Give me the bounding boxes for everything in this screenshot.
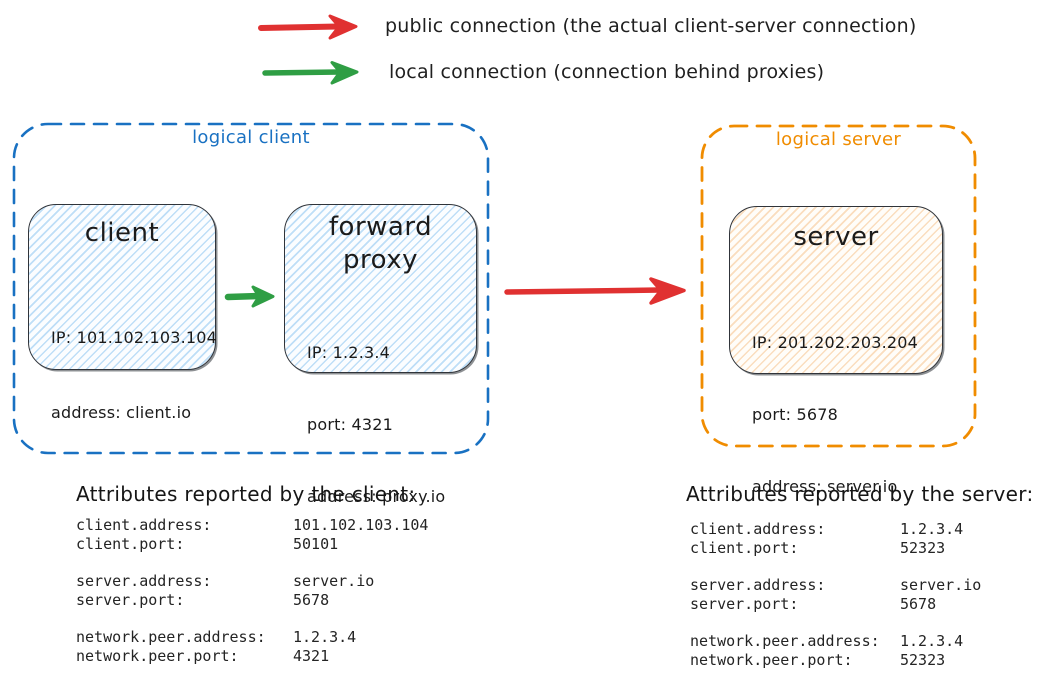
attr-row: client.address: 101.102.103.104 xyxy=(76,516,428,535)
attr-value: 52323 xyxy=(900,651,946,669)
client-address: address: client.io xyxy=(51,403,192,422)
attr-key: client.address: xyxy=(76,516,212,534)
attr-value: 5678 xyxy=(900,595,937,613)
logical-client-container: logical client xyxy=(12,122,490,455)
attr-key: network.peer.port: xyxy=(690,651,853,669)
logical-client-label: logical client xyxy=(192,127,310,148)
attr-value: 1.2.3.4 xyxy=(293,628,357,646)
attr-row: server.port: 5678 xyxy=(690,595,981,614)
server-node: server IP: 201.202.203.204 port: 5678 ad… xyxy=(729,206,943,496)
attr-row: network.peer.address: 1.2.3.4 xyxy=(690,632,981,651)
server-ip: IP: 201.202.203.204 xyxy=(752,333,919,352)
attr-value: 101.102.103.104 xyxy=(293,516,429,534)
attr-value: 52323 xyxy=(900,539,946,557)
attr-key: client.address: xyxy=(690,520,826,538)
attr-value: 1.2.3.4 xyxy=(900,632,964,650)
public-connection-label: public connection (the actual client-ser… xyxy=(385,15,917,37)
client-node: client IP: 101.102.103.104 address: clie… xyxy=(28,204,217,422)
attr-key: client.port: xyxy=(690,539,799,557)
attr-value: server.io xyxy=(293,572,375,590)
attr-key: server.address: xyxy=(690,576,826,594)
row-spacer xyxy=(76,554,428,572)
local-connection-arrow-icon xyxy=(260,58,364,88)
proxy-port: port: 4321 xyxy=(307,415,393,434)
attr-value: 5678 xyxy=(293,591,330,609)
row-spacer xyxy=(76,610,428,628)
attr-key: network.peer.port: xyxy=(76,647,239,665)
row-spacer xyxy=(690,558,981,576)
client-node-details: IP: 101.102.103.104 address: client.io xyxy=(51,275,217,475)
row-spacer xyxy=(690,614,981,632)
attr-row: client.port: 52323 xyxy=(690,539,981,558)
client-node-title: client xyxy=(84,218,160,248)
logical-server-border xyxy=(700,124,977,448)
attr-value: server.io xyxy=(900,576,982,594)
proxy-address: address: proxy.io xyxy=(307,487,446,506)
proxy-ip: IP: 1.2.3.4 xyxy=(307,343,391,362)
attr-row: server.address: server.io xyxy=(690,576,981,595)
server-address: address: server.io xyxy=(752,477,898,496)
attr-key: server.address: xyxy=(76,572,212,590)
attr-row: client.port: 50101 xyxy=(76,535,428,554)
server-attributes-table: client.address: 1.2.3.4 client.port: 523… xyxy=(690,520,981,670)
attr-value: 4321 xyxy=(293,647,330,665)
forward-proxy-node: forward proxy IP: 1.2.3.4 port: 4321 add… xyxy=(284,204,477,506)
client-ip: IP: 101.102.103.104 xyxy=(51,328,218,347)
forward-proxy-node-details: IP: 1.2.3.4 port: 4321 address: proxy.io xyxy=(307,293,445,557)
public-connection-arrow-icon xyxy=(256,12,366,42)
logical-client-border xyxy=(12,122,490,455)
attr-key: server.port: xyxy=(690,595,799,613)
server-port: port: 5678 xyxy=(752,405,838,424)
forward-proxy-node-title: forward proxy xyxy=(328,212,433,275)
logical-server-label: logical server xyxy=(775,129,902,150)
server-node-details: IP: 201.202.203.204 port: 5678 address: … xyxy=(752,283,918,547)
proxy-to-server-arrow-icon xyxy=(502,274,692,308)
attr-row: client.address: 1.2.3.4 xyxy=(690,520,981,539)
attr-row: server.port: 5678 xyxy=(76,591,428,610)
attr-key: server.port: xyxy=(76,591,185,609)
client-attributes-table: client.address: 101.102.103.104 client.p… xyxy=(76,516,428,666)
attr-row: network.peer.port: 4321 xyxy=(76,647,428,666)
server-node-title: server xyxy=(793,222,879,252)
attr-key: network.peer.address: xyxy=(76,628,266,646)
logical-server-container: logical server xyxy=(700,124,977,448)
attr-row: network.peer.port: 52323 xyxy=(690,651,981,670)
attr-key: client.port: xyxy=(76,535,185,553)
attr-key: network.peer.address: xyxy=(690,632,880,650)
client-attributes-heading: Attributes reported by the client: xyxy=(76,482,416,506)
server-attributes-heading: Attributes reported by the server: xyxy=(686,482,1034,506)
local-connection-label: local connection (connection behind prox… xyxy=(389,61,825,83)
attr-value: 1.2.3.4 xyxy=(900,520,964,538)
attr-row: server.address: server.io xyxy=(76,572,428,591)
attr-value: 50101 xyxy=(293,535,339,553)
attr-row: network.peer.address: 1.2.3.4 xyxy=(76,628,428,647)
client-to-proxy-arrow-icon xyxy=(224,283,278,310)
